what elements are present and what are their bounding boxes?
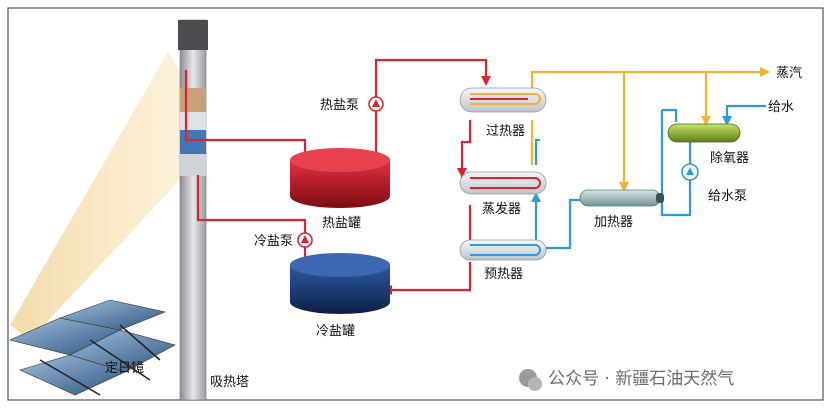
watermark-text: 公众号 · 新疆石油天然气 [548, 369, 734, 389]
label-hot-salt-pump: 热盐泵 [320, 98, 359, 113]
arrow-feedwater-in [722, 116, 732, 126]
hot-salt-pump [368, 96, 384, 112]
arrow-heater-in [619, 182, 629, 192]
cold-salt-pump [297, 232, 313, 248]
label-heliostat: 定日镜 [105, 361, 144, 376]
preheater [459, 239, 547, 261]
deaerator [667, 123, 741, 143]
label-cold-salt-tank: 冷盐罐 [316, 324, 355, 339]
sunlight-beam [10, 52, 180, 340]
heliostat-field [9, 299, 176, 396]
watermark: 公众号 · 新疆石油天然气 [519, 369, 734, 391]
label-hot-salt-tank: 热盐罐 [322, 216, 361, 231]
label-superheater: 过热器 [486, 124, 525, 139]
label-heater: 加热器 [594, 215, 633, 230]
arrow-superheater-in [481, 76, 491, 86]
label-evaporator: 蒸发器 [482, 201, 521, 217]
cold-salt-tank [290, 253, 390, 314]
arrow-preheater-out [531, 192, 541, 202]
hot-salt-tank [290, 148, 390, 208]
arrow-evaporator-in [457, 168, 467, 178]
feedwater-pump [681, 163, 699, 181]
absorber-tower [178, 19, 208, 401]
arrow-deaerator-in [701, 116, 711, 126]
label-feedwater-pump: 给水泵 [708, 189, 747, 204]
heater [579, 189, 664, 207]
label-tower: 吸热塔 [210, 375, 249, 390]
evaporator [459, 171, 547, 195]
label-cold-salt-pump: 冷盐泵 [254, 234, 293, 249]
label-deaerator: 除氧器 [710, 151, 749, 166]
label-steam: 蒸汽 [776, 66, 802, 81]
superheater [459, 87, 547, 113]
label-preheater: 预热器 [484, 267, 523, 282]
arrow-steam-out [760, 67, 770, 77]
label-feedwater: 给水 [768, 100, 794, 115]
